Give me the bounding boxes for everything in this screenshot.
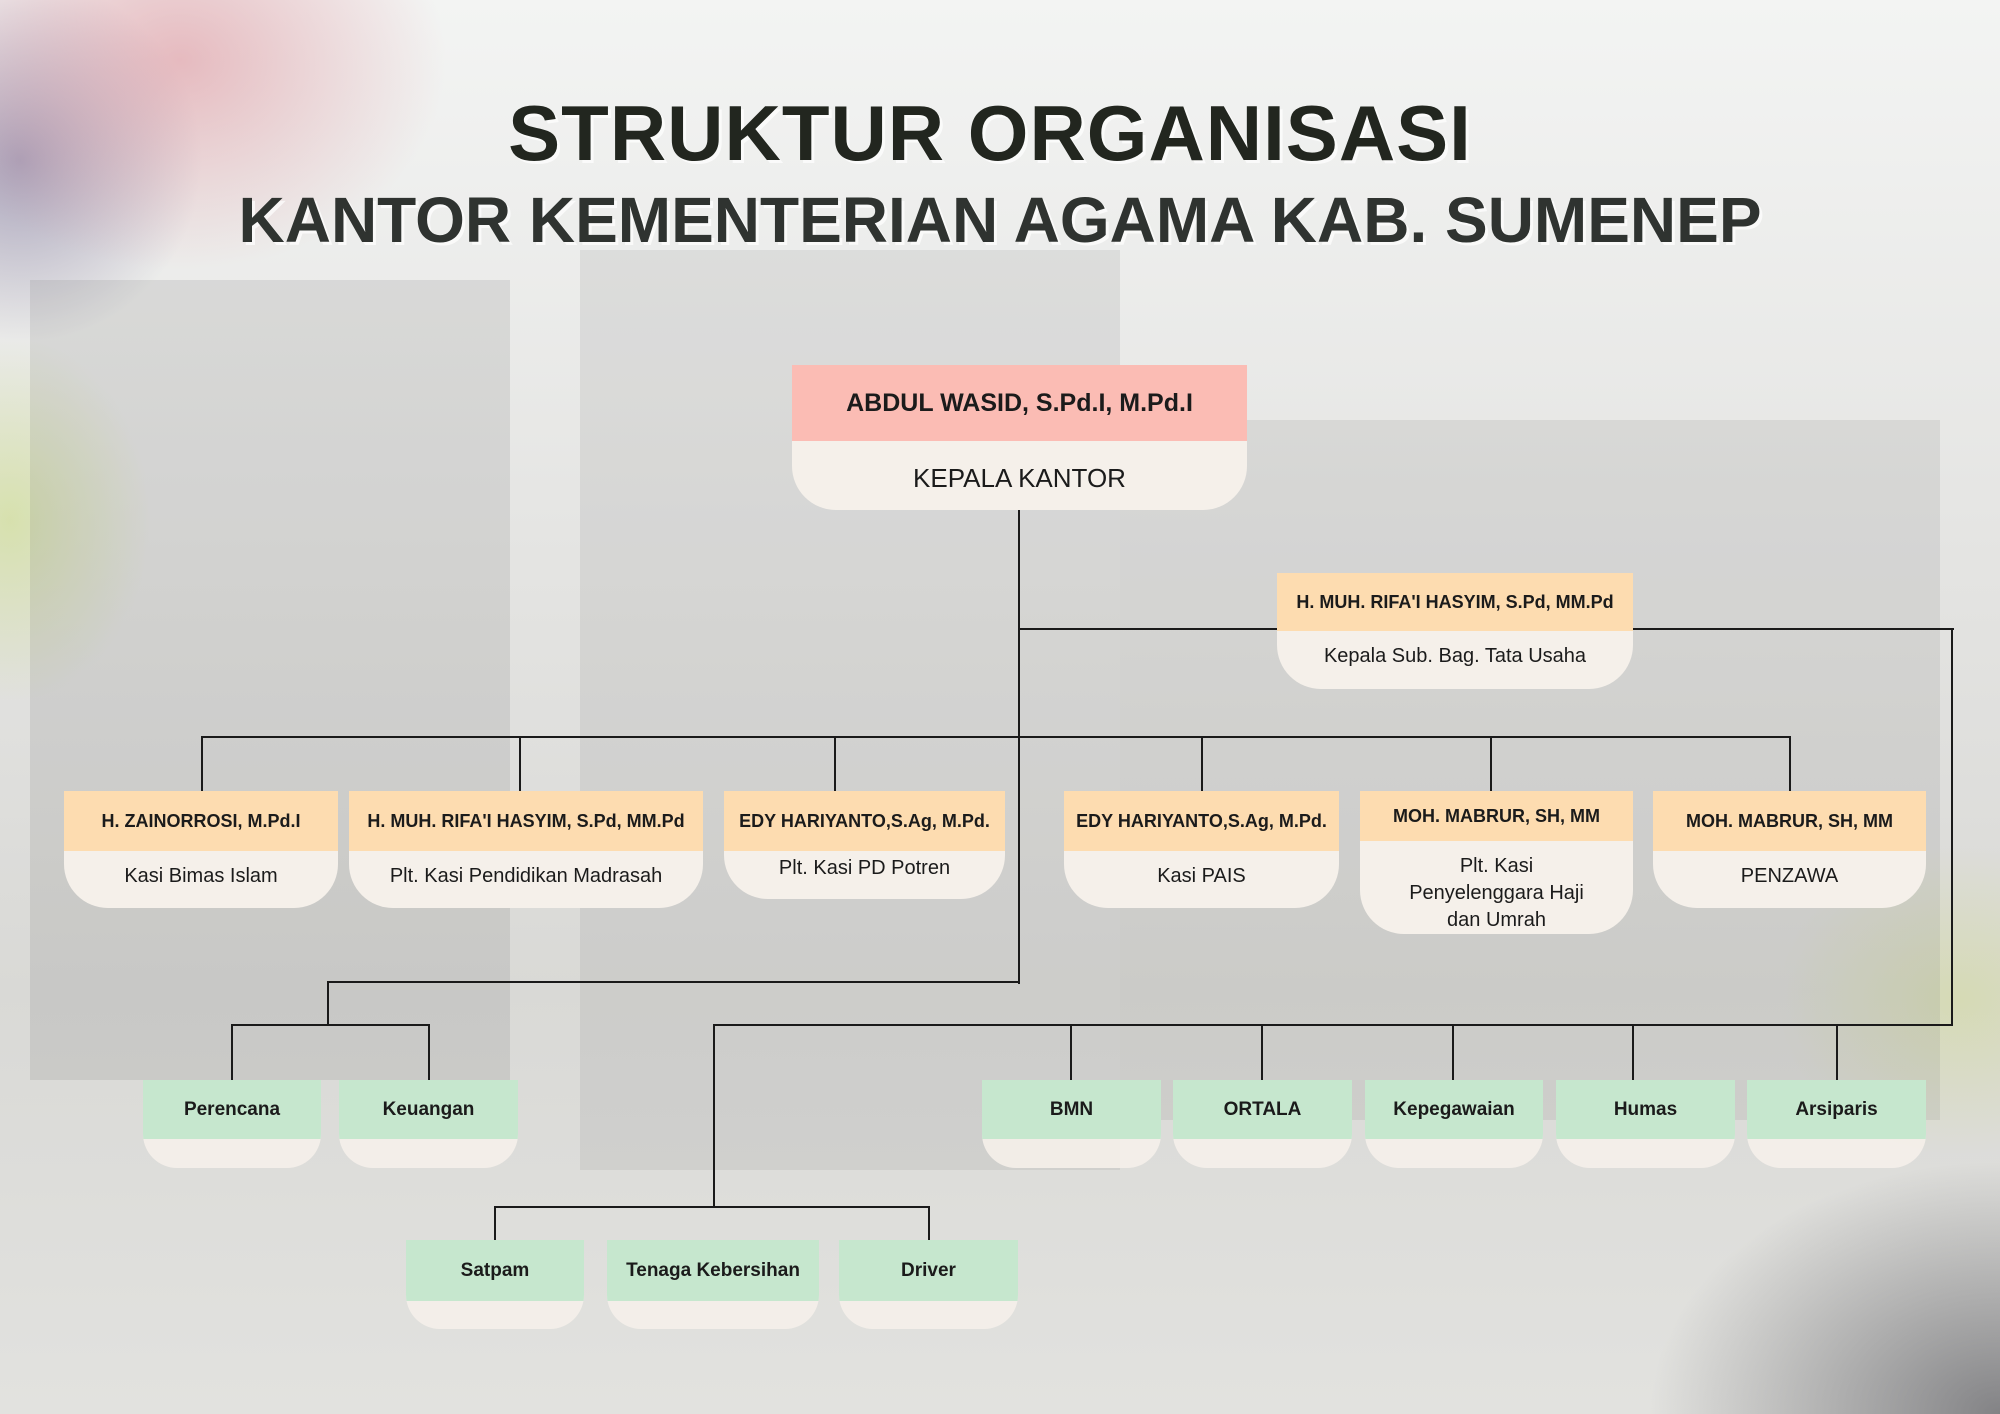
connector — [231, 1024, 233, 1080]
node-role: Plt. Kasi Pendidikan Madrasah — [389, 865, 663, 887]
node-section: MOH. MABRUR, SH, MM PENZAWA — [1653, 791, 1926, 908]
node-name: ABDUL WASID, S.Pd.I, M.Pd.I — [792, 365, 1247, 441]
background-building — [1120, 420, 1940, 1120]
connector — [201, 736, 203, 791]
node-unit: Arsiparis — [1747, 1080, 1926, 1168]
node-name: H. ZAINORROSI, M.Pd.I — [64, 791, 338, 851]
node-label: Tenaga Kebersihan — [607, 1240, 819, 1301]
node-kepala-kantor: ABDUL WASID, S.Pd.I, M.Pd.I KEPALA KANTO… — [792, 365, 1247, 510]
node-name: MOH. MABRUR, SH, MM — [1360, 791, 1633, 841]
node-section: MOH. MABRUR, SH, MM Plt. Kasi Penyelengg… — [1360, 791, 1633, 934]
node-name: EDY HARIYANTO,S.Ag, M.Pd. — [724, 791, 1005, 851]
connector — [428, 1024, 430, 1080]
connector — [327, 981, 1020, 983]
connector — [201, 736, 1791, 738]
connector — [713, 1024, 715, 1208]
node-section: EDY HARIYANTO,S.Ag, M.Pd. Kasi PAIS — [1064, 791, 1339, 908]
node-role: KEPALA KANTOR — [913, 463, 1126, 493]
node-label: BMN — [982, 1080, 1161, 1139]
node-section: H. MUH. RIFA'I HASYIM, S.Pd, MM.Pd Plt. … — [349, 791, 703, 908]
connector — [519, 736, 521, 791]
title-line-2: KANTOR KEMENTERIAN AGAMA KAB. SUMENEP — [238, 184, 1762, 256]
connector — [494, 1206, 930, 1208]
node-role: Kepala Sub. Bag. Tata Usaha — [1323, 645, 1587, 667]
node-name: MOH. MABRUR, SH, MM — [1653, 791, 1926, 851]
node-label: ORTALA — [1173, 1080, 1352, 1139]
node-section: EDY HARIYANTO,S.Ag, M.Pd. Plt. Kasi PD P… — [724, 791, 1005, 899]
node-unit: Keuangan — [339, 1080, 518, 1168]
node-label: Perencana — [143, 1080, 321, 1139]
connector — [1836, 1024, 1838, 1080]
connector — [1452, 1024, 1454, 1080]
background-building — [30, 280, 510, 1080]
connector — [494, 1206, 496, 1240]
connector — [713, 1024, 1953, 1026]
node-unit: ORTALA — [1173, 1080, 1352, 1168]
node-name: H. MUH. RIFA'I HASYIM, S.Pd, MM.Pd — [349, 791, 703, 851]
node-role: Plt. Kasi PD Potren — [778, 857, 951, 879]
node-unit: Kepegawaian — [1365, 1080, 1543, 1168]
connector — [1632, 1024, 1634, 1080]
node-support: Driver — [839, 1240, 1018, 1329]
node-unit: BMN — [982, 1080, 1161, 1168]
connector — [1490, 736, 1492, 791]
node-name: H. MUH. RIFA'I HASYIM, S.Pd, MM.Pd — [1277, 573, 1633, 631]
node-role: Plt. Kasi Penyelenggara Haji dan Umrah — [1409, 855, 1584, 931]
node-kasubbag-tu: H. MUH. RIFA'I HASYIM, S.Pd, MM.Pd Kepal… — [1277, 573, 1633, 689]
connector — [1261, 1024, 1263, 1080]
node-label: Humas — [1556, 1080, 1735, 1139]
connector — [1018, 510, 1020, 984]
node-label: Keuangan — [339, 1080, 518, 1139]
node-label: Kepegawaian — [1365, 1080, 1543, 1139]
node-role: PENZAWA — [1740, 865, 1839, 887]
connector — [928, 1206, 930, 1240]
node-section: H. ZAINORROSI, M.Pd.I Kasi Bimas Islam — [64, 791, 338, 908]
node-name: EDY HARIYANTO,S.Ag, M.Pd. — [1064, 791, 1339, 851]
node-role: Kasi PAIS — [1157, 865, 1246, 887]
connector — [231, 1024, 430, 1026]
node-label: Arsiparis — [1747, 1080, 1926, 1139]
connector — [327, 981, 329, 1025]
node-label: Driver — [839, 1240, 1018, 1301]
connector — [1201, 736, 1203, 791]
node-unit: Humas — [1556, 1080, 1735, 1168]
node-label: Satpam — [406, 1240, 584, 1301]
node-support: Satpam — [406, 1240, 584, 1329]
node-role: Kasi Bimas Islam — [124, 865, 278, 887]
connector — [1951, 628, 1953, 1025]
node-unit: Perencana — [143, 1080, 321, 1168]
node-support: Tenaga Kebersihan — [607, 1240, 819, 1329]
connector — [834, 736, 836, 791]
connector — [1789, 736, 1791, 791]
connector — [1070, 1024, 1072, 1080]
title-line-1: STRUKTUR ORGANISASI — [508, 89, 1472, 177]
